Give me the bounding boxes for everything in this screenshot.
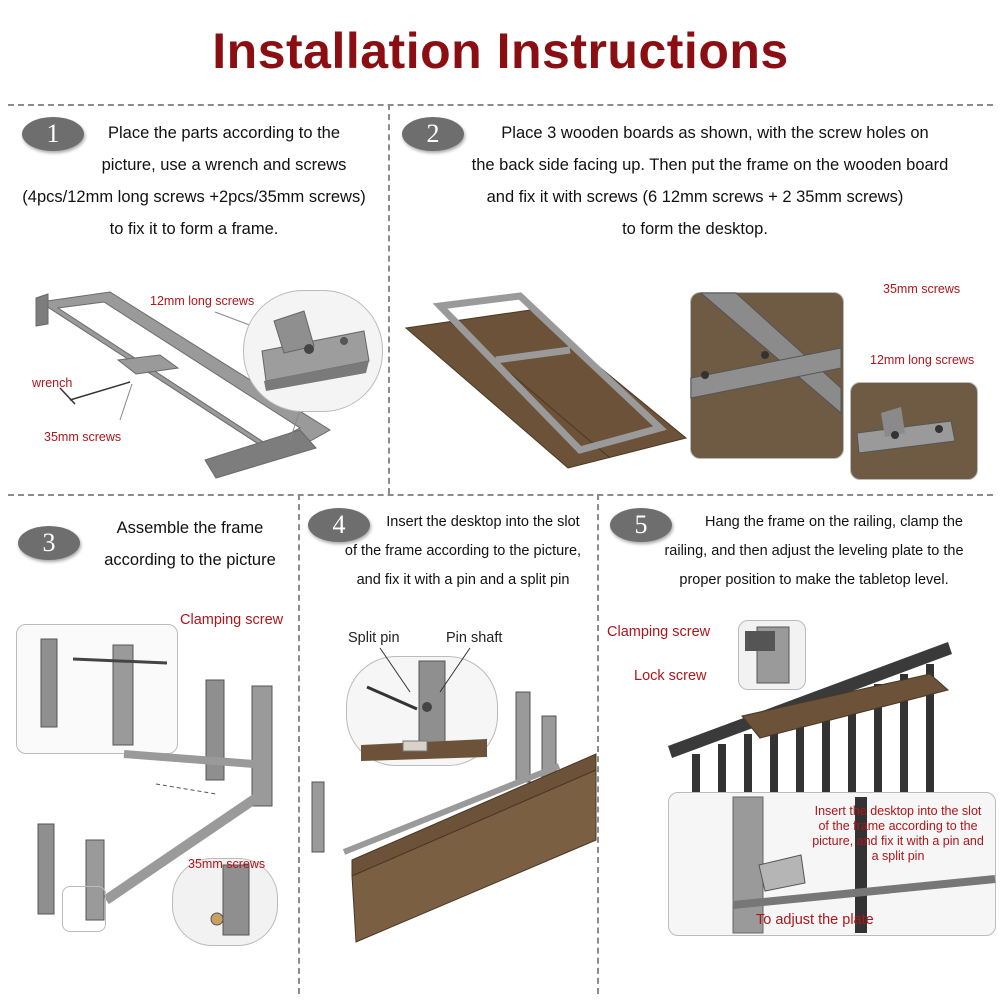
step-3-detail-inset-bottom (172, 858, 278, 946)
step-3-label-clamping-screw: Clamping screw (180, 612, 284, 628)
divider-vertical-bottom-left (298, 494, 300, 994)
step-1-frame-illustration (35, 291, 331, 479)
step-2-detail-inset-small (850, 382, 978, 480)
step-3-line: Assemble the frame (116, 519, 264, 537)
step-4-line: Insert the desktop into the slot (386, 514, 580, 530)
step-1-badge: 1 (22, 117, 84, 151)
step-5-label-adjust-plate: To adjust the plate (756, 912, 874, 928)
step-2-instructions: Place 3 wooden boards as shown, with the… (393, 117, 997, 245)
step-5-label-lock-screw: Lock screw (634, 668, 707, 684)
step-4-detail-inset (346, 656, 498, 766)
step-2-detail-inset-large (690, 292, 844, 459)
step-4-line: and fix it with a pin and a split pin (356, 572, 570, 588)
step-5-line: Hang the frame on the railing, clamp the (705, 514, 963, 530)
step-2-line: to form the desktop. (622, 220, 768, 238)
step-4-callout-lines (379, 647, 471, 693)
divider-middle (8, 494, 993, 496)
divider-vertical-top (388, 104, 390, 494)
step-5-line: railing, and then adjust the leveling pl… (664, 543, 964, 559)
step-1-label-35mm-screws: 35mm screws (44, 430, 122, 444)
step-3-instructions: Assemble the frame according to the pict… (84, 512, 296, 576)
step-5-note-line: Insert the desktop into the slot (814, 804, 982, 818)
step-1-line: Place the parts according to the (107, 124, 341, 142)
step-3-screw-detail (210, 864, 250, 936)
step-1-label-long-screws: 12mm long screws (150, 294, 255, 308)
step-1-line: to fix it to form a frame. (109, 220, 279, 238)
step-5-clamp-detail (745, 626, 790, 684)
step-2-label-long-screws: 12mm long screws (870, 353, 975, 367)
step-3-corner-inset (62, 886, 106, 932)
step-4-label-pin-shaft: Pin shaft (446, 630, 503, 646)
step-5-clamp-inset (738, 620, 806, 690)
step-4-label-split-pin: Split pin (348, 630, 400, 646)
step-2-badge: 2 (402, 117, 464, 151)
step-2-detail-small-illustration (856, 407, 956, 454)
step-3-badge: 3 (18, 526, 80, 560)
step-4-instructions: Insert the desktop into the slot of the … (300, 508, 596, 595)
step-5-badge: 5 (610, 508, 672, 542)
step-4-line: of the frame according to the picture, (344, 543, 582, 559)
step-1-line: (4pcs/12mm long screws +2pcs/35mm screws… (22, 188, 366, 206)
step-2-label-35mm-screws: 35mm screws (883, 282, 961, 296)
step-3-frame-illustration (37, 679, 273, 921)
step-2-desktop-illustration (404, 292, 688, 469)
step-1-label-wrench: wrench (32, 376, 73, 390)
divider-top (8, 104, 993, 106)
page-title: Installation Instructions (212, 23, 789, 79)
step-3-line: according to the picture (104, 551, 276, 569)
step-5-line: proper position to make the tabletop lev… (679, 572, 949, 588)
step-2-line: and fix it with screws (6 12mm screws + … (486, 188, 904, 206)
step-5-label-clamping-screw: Clamping screw (607, 624, 711, 640)
step-5-instructions: Hang the frame on the railing, clamp the… (600, 508, 998, 595)
divider-vertical-bottom-right (597, 494, 599, 994)
step-5-plate-inset (668, 792, 996, 936)
step-3-label-35mm-screws: 35mm screws (188, 857, 266, 871)
step-2-line: Place 3 wooden boards as shown, with the… (501, 124, 929, 142)
step-3-detail-inset-top (16, 624, 178, 754)
step-1-detail-illustration (261, 310, 370, 391)
step-5-railing-illustration (668, 642, 952, 802)
step-5-plate-detail (732, 796, 996, 934)
step-2-line: the back side facing up. Then put the fr… (471, 156, 949, 174)
step-2-detail-large-illustration (690, 292, 842, 415)
step-4-table-illustration (311, 691, 597, 943)
step-1-instructions: Place the parts according to the picture… (3, 117, 385, 245)
step-5-note: Insert the desktop into the slot of the … (800, 804, 996, 864)
step-5-note-line: of the frame according to the (818, 819, 978, 833)
step-3-clamp-illustration (40, 638, 168, 746)
step-4-pin-detail (361, 660, 487, 761)
step-4-badge: 4 (308, 508, 370, 542)
step-5-note-line: picture, and fix it with a pin and (812, 834, 984, 848)
step-1-detail-inset (243, 290, 383, 412)
step-1-line: picture, use a wrench and screws (101, 156, 347, 174)
step-5-note-line: a split pin (871, 849, 925, 863)
